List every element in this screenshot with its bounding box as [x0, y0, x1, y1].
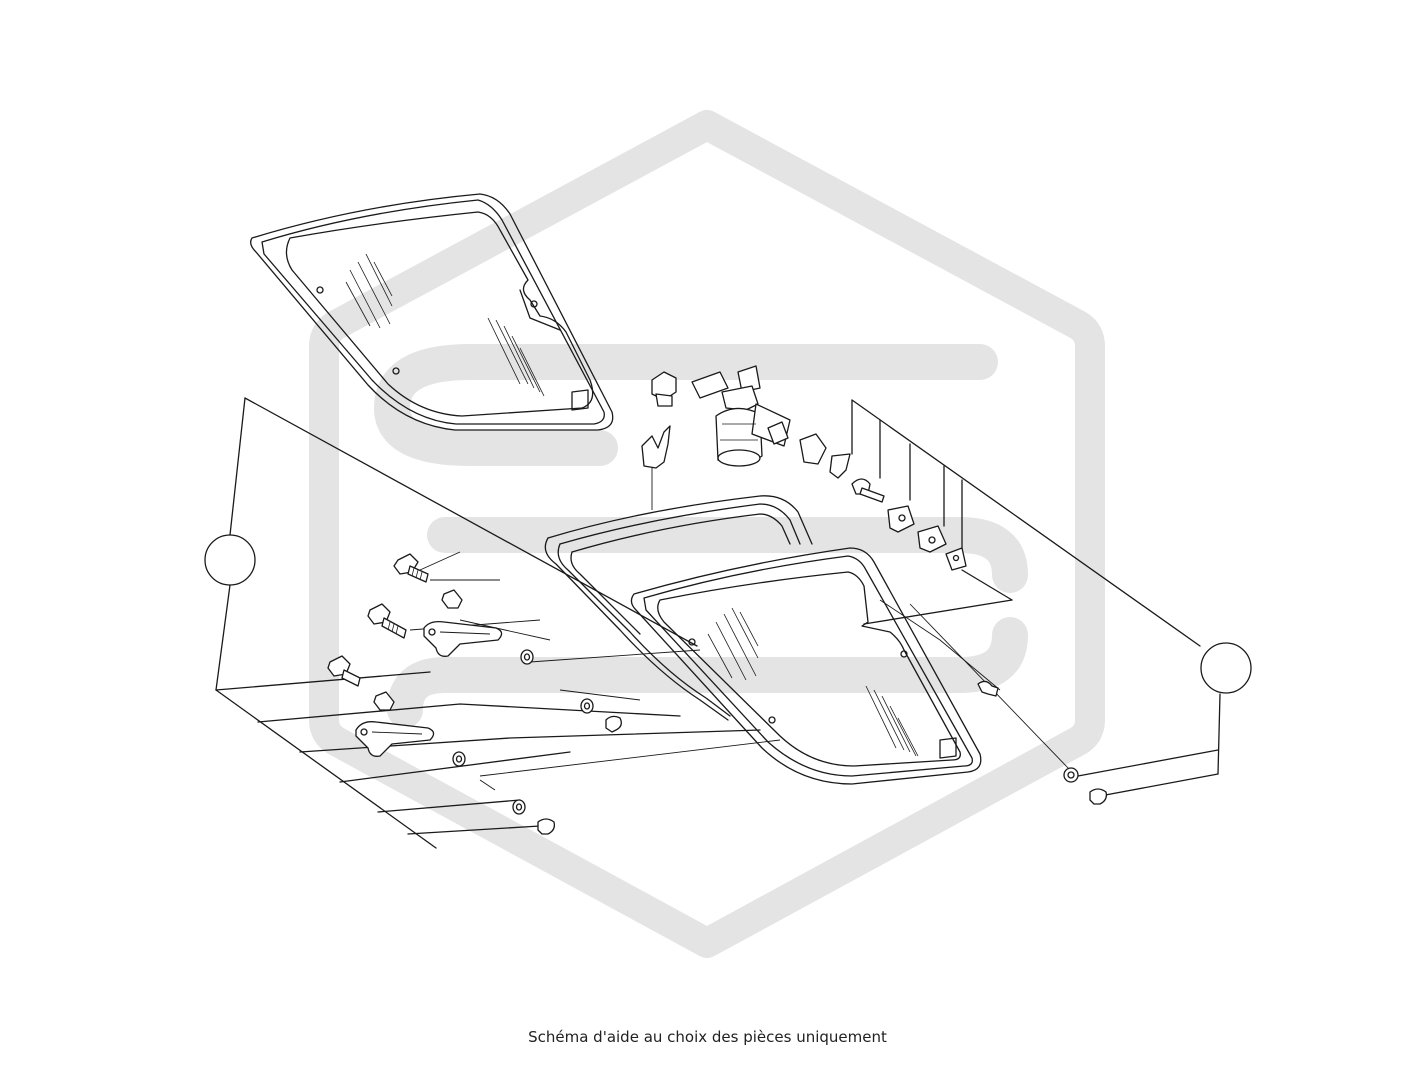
- watermark-logo-icon: [309, 110, 1105, 958]
- bolt-2: [367, 603, 407, 639]
- clip-nut-2: [917, 525, 947, 553]
- window-latch-assembly: [651, 365, 791, 467]
- clip-nut-1: [887, 505, 915, 533]
- left-mounting-plane: [215, 551, 781, 849]
- detail-callout-left: [204, 397, 698, 691]
- parts-diagram: [204, 110, 1252, 958]
- screw-2: [977, 680, 999, 697]
- detail-callout-right: [1077, 642, 1252, 797]
- screw-1: [851, 478, 885, 503]
- washer-2: [580, 698, 594, 714]
- bolt-3: [327, 655, 361, 687]
- plug-2: [537, 818, 556, 835]
- right-mounting-plane: [851, 399, 1201, 771]
- quarter-window-glass-lower: [630, 547, 1013, 785]
- washer-3: [452, 751, 466, 767]
- nut-1: [441, 589, 463, 609]
- window-seal-frame: [544, 460, 813, 721]
- plug-3: [1089, 788, 1108, 805]
- washer-4: [512, 799, 526, 815]
- washer-5: [1063, 767, 1079, 783]
- latch-clip: [641, 425, 671, 469]
- bolt-1: [393, 553, 429, 583]
- washer-1: [520, 649, 534, 665]
- clip-nut-3: [945, 547, 967, 571]
- hinge-bracket-1: [423, 620, 503, 657]
- plug-1: [605, 715, 622, 733]
- latch-cap: [799, 433, 827, 465]
- latch-spring-clip: [829, 453, 851, 479]
- nut-2: [373, 691, 395, 711]
- diagram-caption: Schéma d'aide au choix des pièces unique…: [528, 1028, 887, 1046]
- quarter-window-glass-upper: [250, 193, 614, 431]
- hinge-bracket-2: [355, 721, 435, 757]
